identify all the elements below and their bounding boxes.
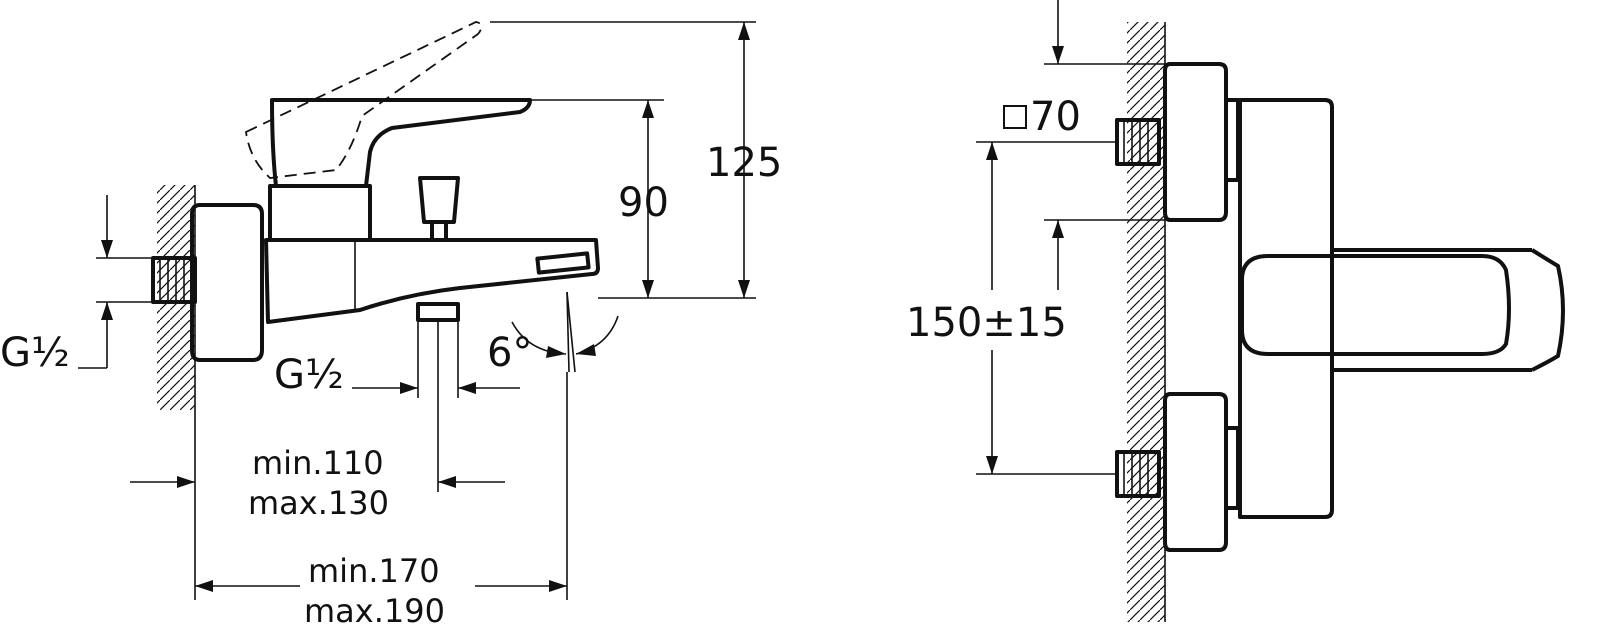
side-view: 125 90 G½ G½ 6° min.110 max.130 min.170 …	[0, 21, 782, 630]
projection-max-label: max.190	[304, 592, 445, 630]
escutcheon-size-label: 70	[1030, 94, 1081, 140]
front-view: 70 150±15	[906, 0, 1565, 622]
thread-inlet-label: G½	[0, 330, 70, 376]
escutcheon-side	[190, 203, 264, 362]
escutcheon-lower	[1163, 392, 1228, 552]
projection-min-label: min.170	[308, 552, 440, 590]
cartridge-housing	[268, 184, 372, 242]
diverter-knob	[418, 176, 460, 242]
lever-side	[270, 98, 532, 188]
square-symbol-icon	[1003, 105, 1027, 129]
escutcheon-upper	[1163, 62, 1228, 222]
lever-front	[1240, 254, 1511, 356]
height-90-label: 90	[618, 180, 669, 226]
height-125-label: 125	[706, 140, 782, 186]
outlet-min-label: min.110	[252, 444, 384, 482]
inlet-thread-side	[151, 256, 197, 304]
wall-hatch-front	[1127, 22, 1165, 622]
lever-open-position	[245, 21, 483, 179]
mixer-body-front	[1238, 98, 1334, 519]
centre-distance-label: 150±15	[906, 300, 1067, 346]
spout-angle-label: 6°	[487, 330, 532, 376]
shower-outlet	[416, 302, 460, 322]
mixer-body-side	[264, 238, 600, 324]
outlet-max-label: max.130	[248, 484, 389, 522]
thread-outlet-label: G½	[274, 352, 344, 398]
aerator	[535, 251, 591, 275]
